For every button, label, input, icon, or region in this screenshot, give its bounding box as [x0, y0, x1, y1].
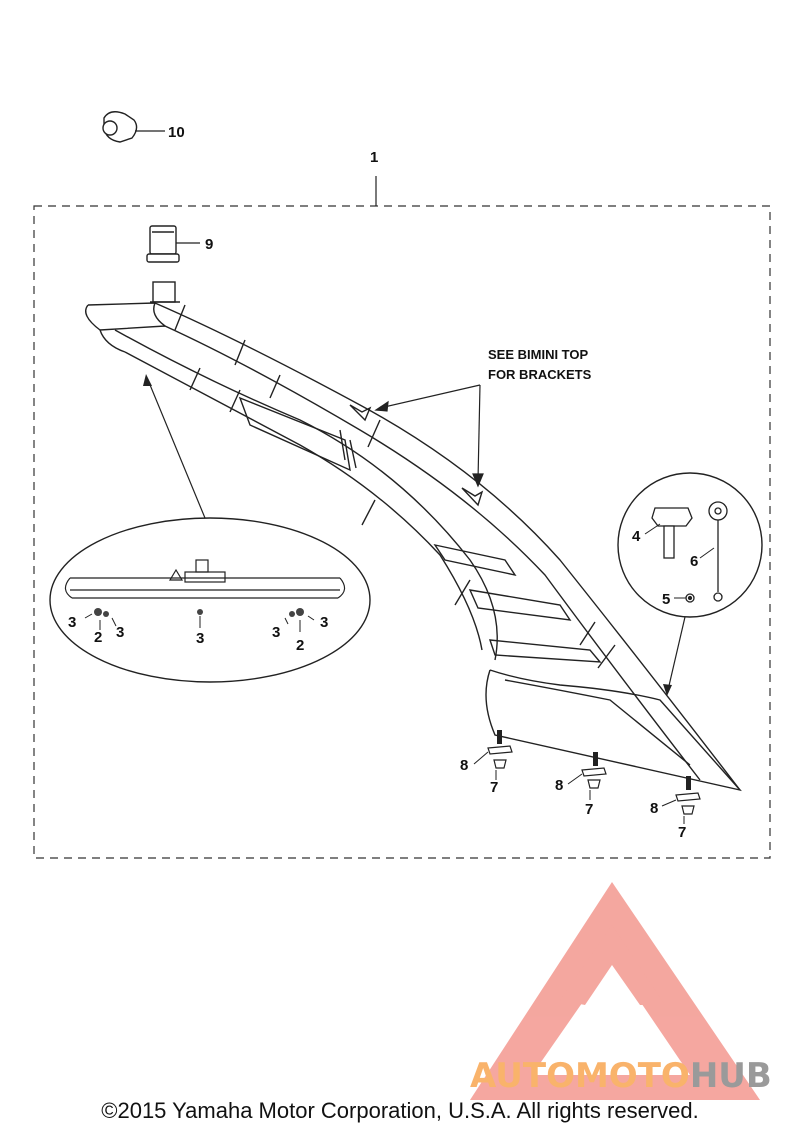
callout-4: 4: [632, 528, 641, 545]
note-line-1: SEE BIMINI TOP: [488, 347, 588, 362]
part-9-cap: [146, 225, 180, 263]
part-10-plug: [102, 111, 138, 143]
callout-1: 1: [370, 149, 378, 166]
hardware-7-8: [473, 730, 701, 824]
assembly-boundary: [33, 205, 771, 859]
callout-7a: 7: [490, 779, 498, 796]
watermark-text: AUTOMOTOHUB: [470, 1056, 772, 1096]
callout-7c: 7: [678, 824, 686, 841]
callout-6: 6: [690, 553, 698, 570]
detail-circle: [617, 472, 763, 696]
callout-3c: 3: [196, 630, 204, 647]
detail-ellipse: [49, 374, 371, 683]
tower-frame: [85, 281, 742, 792]
callout-9: 9: [205, 236, 213, 253]
callout-3a: 3: [68, 614, 76, 631]
callout-8a: 8: [460, 757, 468, 774]
callout-5: 5: [662, 591, 670, 608]
callout-3b: 3: [116, 624, 124, 641]
callout-2b: 2: [296, 637, 304, 654]
automotohub-logo: [470, 882, 760, 1100]
callout-8b: 8: [555, 777, 563, 794]
bracket-arrows: [374, 384, 484, 488]
copyright-notice: ©2015 Yamaha Motor Corporation, U.S.A. A…: [101, 1098, 699, 1123]
callout-8c: 8: [650, 800, 658, 817]
callout-10: 10: [168, 124, 185, 141]
callout-3e: 3: [320, 614, 328, 631]
callout-2a: 2: [94, 629, 102, 646]
note-line-2: FOR BRACKETS: [488, 367, 592, 382]
callout-3d: 3: [272, 624, 280, 641]
callout-7b: 7: [585, 801, 593, 818]
